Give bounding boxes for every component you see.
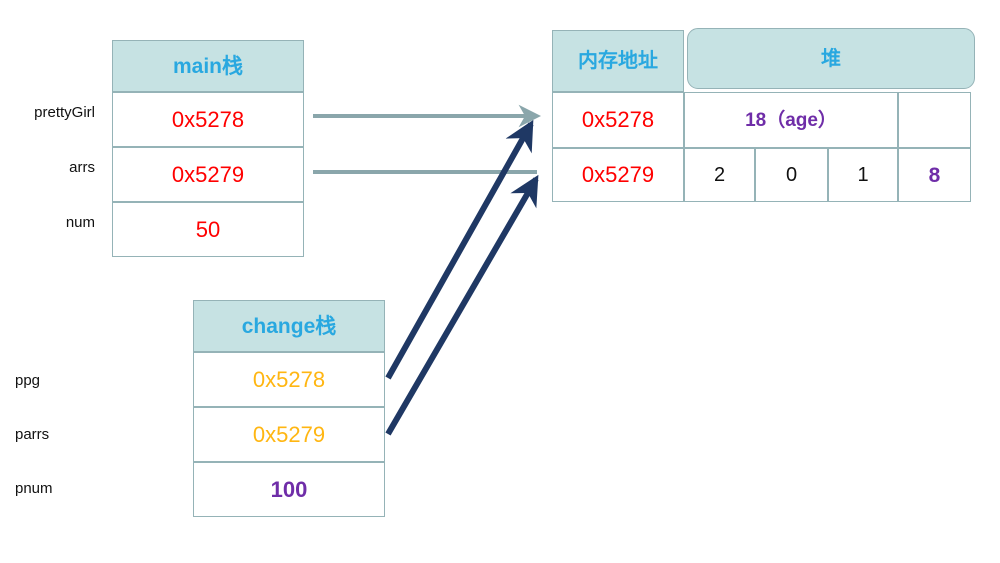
change-stack-label-pnum: pnum [15, 480, 53, 497]
main-stack-value-arrs: 0x5279 [112, 147, 304, 202]
arrow-change-parrs-to-heap [385, 174, 539, 436]
heap-address-0x5278: 0x5278 [552, 92, 684, 148]
heap-cell-arr-1: 0 [755, 148, 828, 202]
change-stack-value-pnum: 100 [193, 462, 385, 517]
main-stack-label-num: num [65, 214, 95, 231]
heap-cell-arr-3: 8 [898, 148, 971, 202]
heap-header-address: 内存地址 [552, 30, 684, 92]
main-stack-value-prettyGirl: 0x5278 [112, 92, 304, 147]
change-stack-label-parrs: parrs [15, 426, 50, 443]
main-stack-header: main栈 [112, 40, 304, 92]
change-stack-label-ppg: ppg [15, 372, 41, 389]
heap-cell-arr-0: 2 [684, 148, 755, 202]
arrow-change-ppg-to-heap [385, 119, 534, 380]
heap-cell-empty [898, 92, 971, 148]
main-stack-label-prettyGirl: prettyGirl [34, 104, 95, 121]
main-stack-value-num: 50 [112, 202, 304, 257]
heap-cell-age: 18（age） [684, 92, 898, 148]
change-stack-value-parrs: 0x5279 [193, 407, 385, 462]
change-stack-header: change栈 [193, 300, 385, 352]
heap-address-0x5279: 0x5279 [552, 148, 684, 202]
heap-cell-arr-2: 1 [828, 148, 898, 202]
change-stack-value-ppg: 0x5278 [193, 352, 385, 407]
main-stack-label-arrs: arrs [69, 159, 95, 176]
heap-header-heap: 堆 [687, 28, 975, 89]
